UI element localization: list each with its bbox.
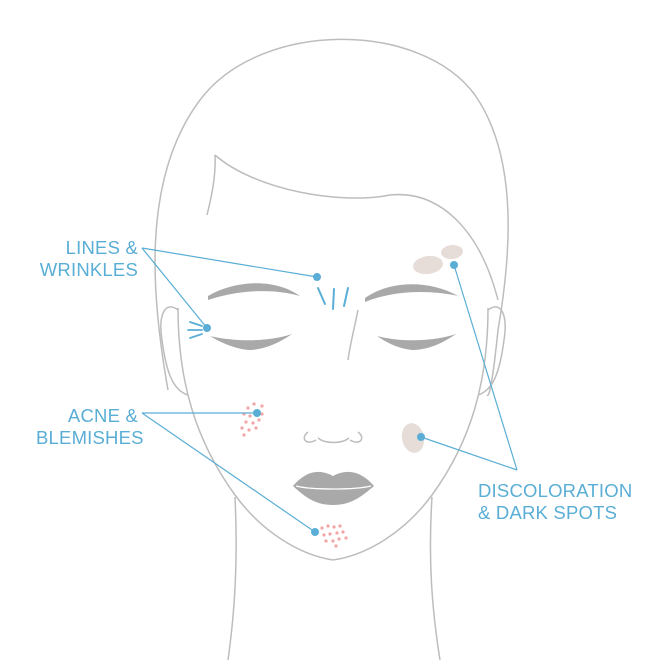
- neck-left: [227, 496, 237, 661]
- nose-bridge: [347, 309, 359, 361]
- acne-blemishes-label: ACNE & BLEMISHES: [36, 405, 144, 449]
- discoloration-label-line1: DISCOLORATION: [478, 480, 633, 501]
- right-ear: [477, 306, 506, 396]
- callout-dot-cheek-acne: [253, 409, 261, 417]
- dark-spot-cheek: [401, 423, 425, 453]
- crows-feet-wrinkles: [187, 321, 203, 339]
- left-eyebrow: [208, 283, 300, 300]
- acne-blemishes-label-line2: BLEMISHES: [36, 427, 144, 448]
- nose-tip: [317, 437, 350, 444]
- left-eye: [210, 334, 292, 350]
- head-outline: [154, 38, 509, 396]
- left-ear: [160, 306, 189, 396]
- hairline: [206, 154, 499, 301]
- right-cheek-outline: [332, 307, 489, 561]
- acne-cheek-cluster: [240, 402, 264, 437]
- callout-dot-eye: [203, 324, 211, 332]
- discoloration-label: DISCOLORATION & DARK SPOTS: [478, 480, 632, 524]
- acne-blemishes-label-line1: ACNE &: [67, 405, 138, 426]
- discoloration-label-line2: & DARK SPOTS: [478, 502, 618, 523]
- callout-dot-chin-acne: [311, 528, 319, 536]
- acne-chin-cluster: [320, 524, 348, 548]
- nose-right-nostril: [349, 431, 363, 443]
- dark-spot-forehead-small: [441, 244, 463, 260]
- callout-dot-forehead-spot: [450, 261, 458, 269]
- neck-right: [429, 496, 441, 661]
- callout-dot-cheek-spot: [417, 433, 425, 441]
- lines-wrinkles-label-line2: WRINKLES: [39, 259, 138, 280]
- forehead-wrinkles: [317, 287, 349, 310]
- lines-wrinkles-label: LINES & WRINKLES: [34, 237, 138, 281]
- lines-wrinkles-label-line1: LINES &: [65, 237, 138, 258]
- lips-line: [295, 485, 372, 490]
- callout-lines: [141, 247, 518, 533]
- nose-left-nostril: [303, 431, 317, 443]
- right-eyebrow: [365, 284, 458, 302]
- right-eye: [377, 334, 456, 350]
- callout-dot-forehead: [313, 273, 321, 281]
- dark-spot-forehead-large: [413, 255, 443, 275]
- callout-dots: [203, 261, 458, 536]
- left-cheek-outline: [177, 307, 334, 561]
